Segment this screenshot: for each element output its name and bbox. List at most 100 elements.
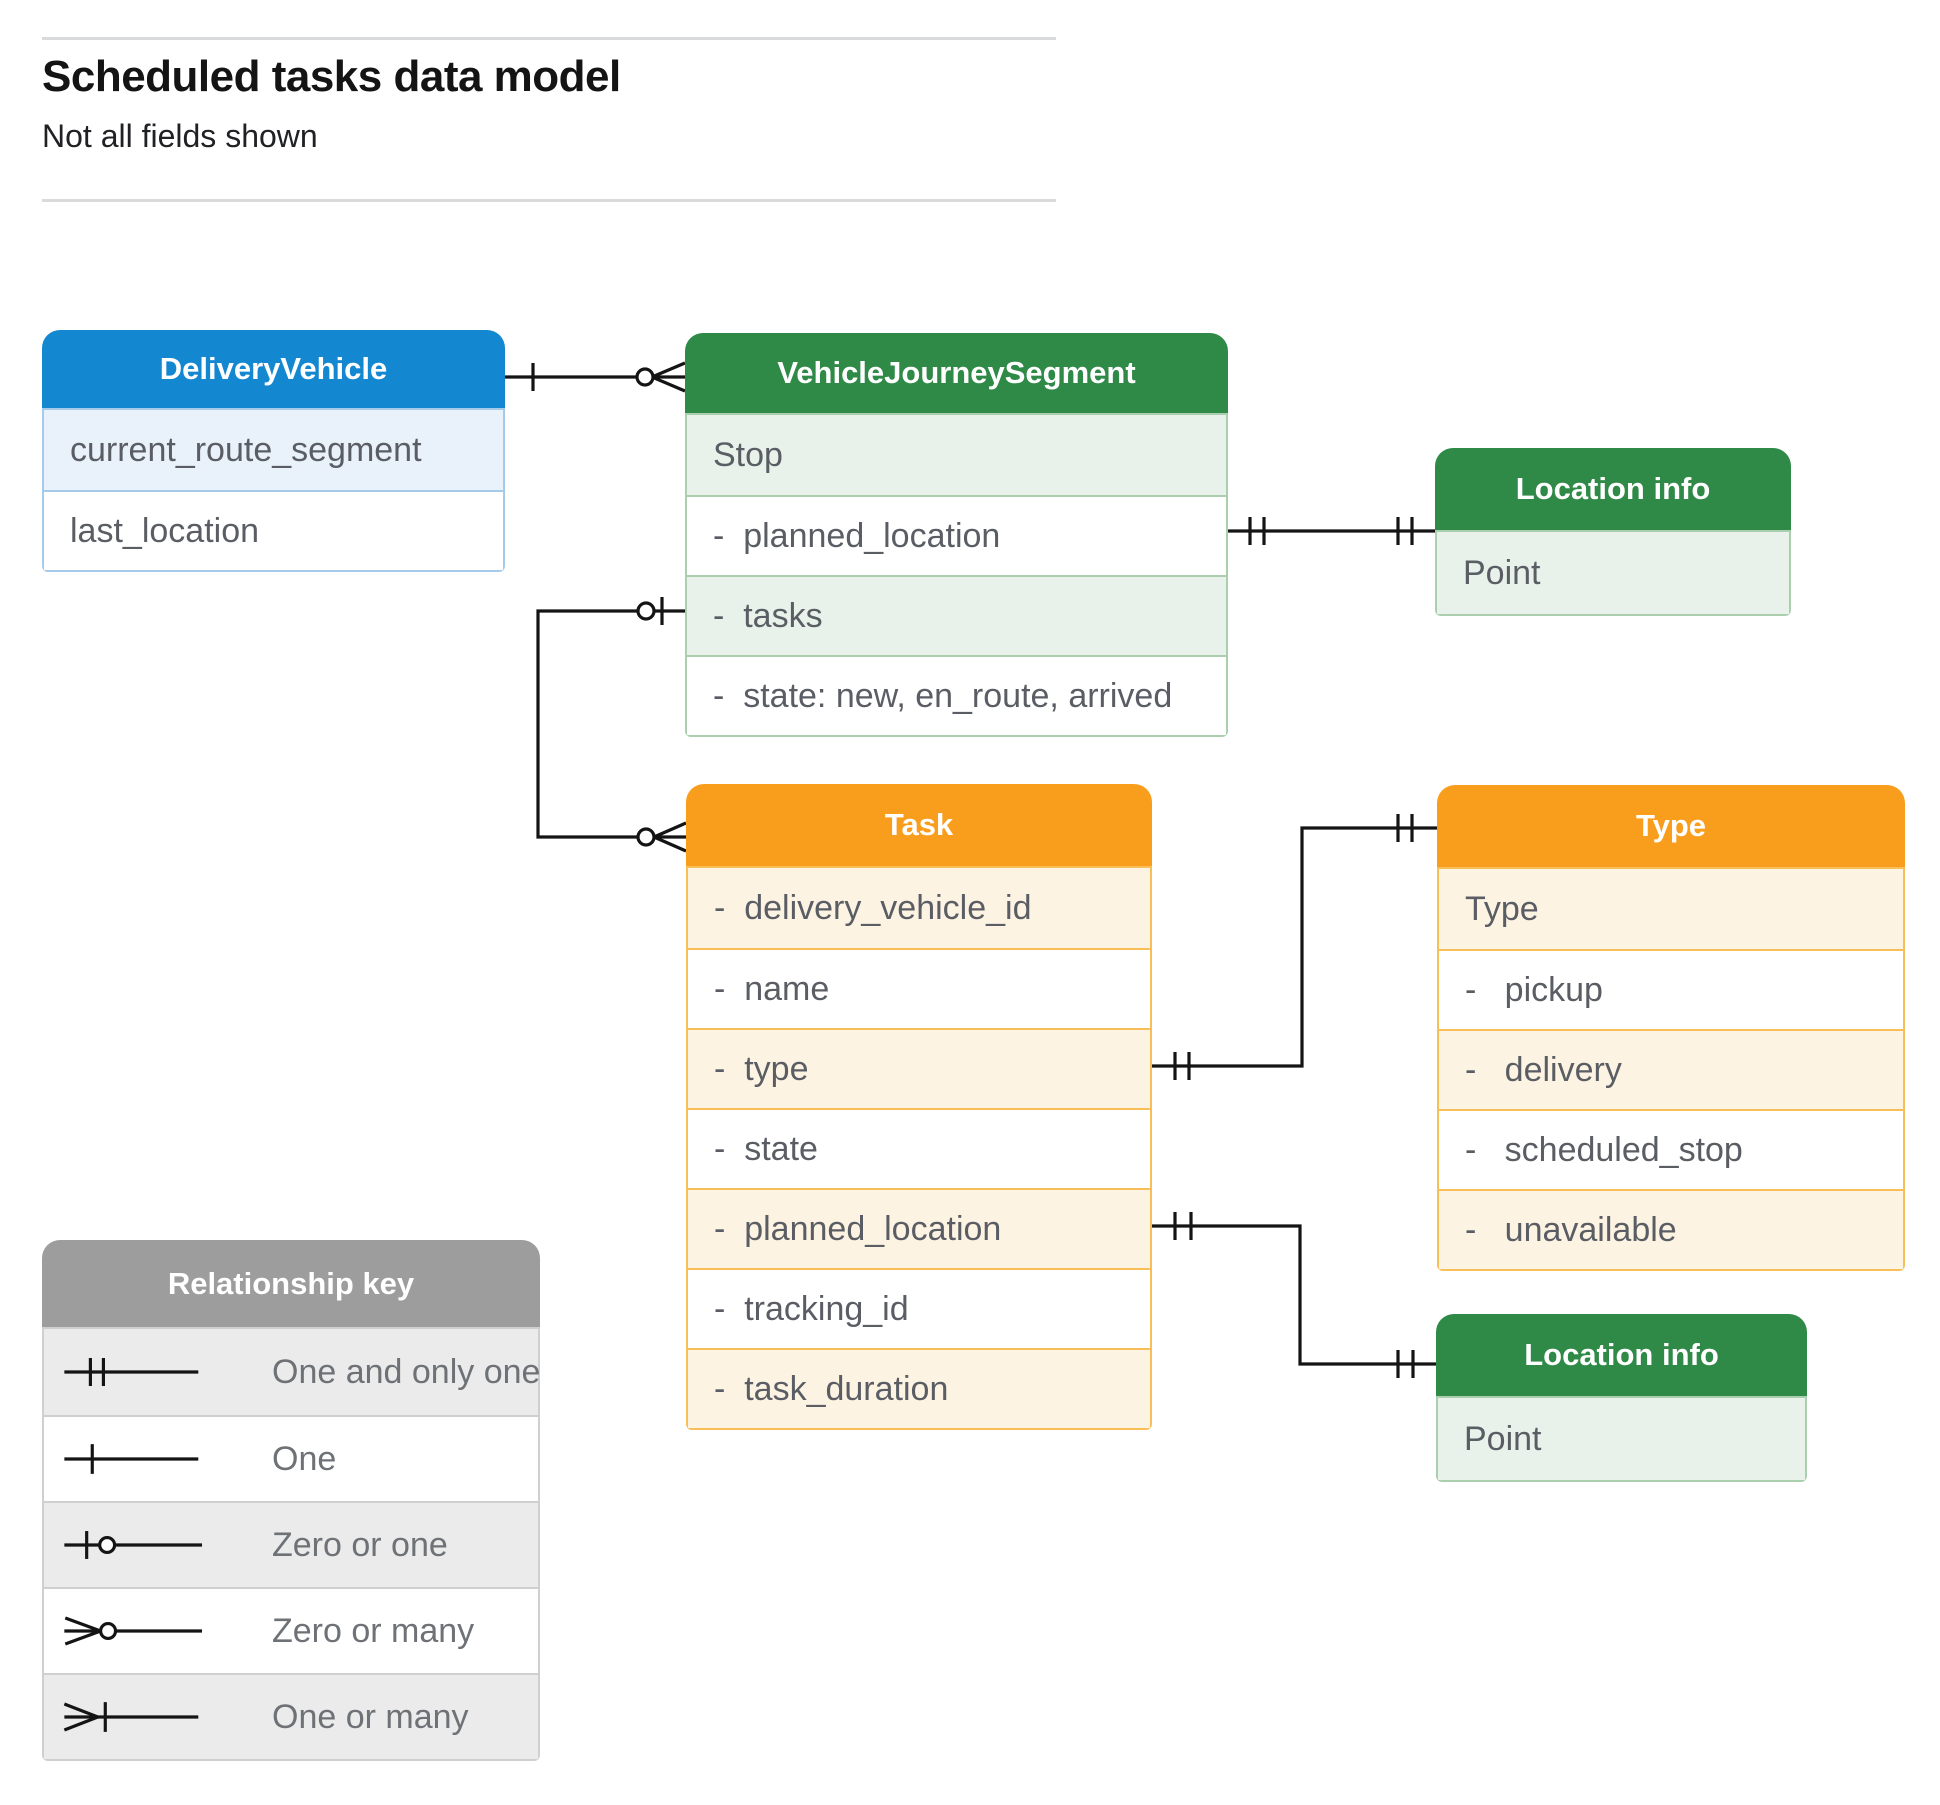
entity-task: Task - delivery_vehicle_id - name - type…: [686, 784, 1152, 1430]
field-label: - scheduled_stop: [1465, 1130, 1743, 1169]
legend-item: Zero or many: [44, 1587, 538, 1673]
field-row: Stop: [687, 415, 1226, 495]
field-label: - type: [714, 1049, 809, 1088]
entity-body: Point: [1435, 530, 1791, 616]
entity-header: Location info: [1436, 1314, 1807, 1396]
one-and-only-one-ticks: [1248, 517, 1266, 545]
field-row: - planned_location: [688, 1188, 1150, 1268]
legend-item: Zero or one: [44, 1501, 538, 1587]
field-label: - delivery_vehicle_id: [714, 888, 1032, 927]
field-row: - state: new, en_route, arrived: [687, 655, 1226, 735]
legend-item: One or many: [44, 1673, 538, 1759]
entity-title: Location info: [1524, 1337, 1719, 1372]
connector-line: [536, 609, 686, 839]
field-label: - tracking_id: [714, 1289, 909, 1328]
field-label: - state: [714, 1129, 818, 1168]
field-row: - pickup: [1439, 949, 1903, 1029]
field-row: - tasks: [687, 575, 1226, 655]
page-subtitle: Not all fields shown: [42, 118, 318, 154]
field-row: Type: [1439, 869, 1903, 949]
entity-title: DeliveryVehicle: [159, 351, 388, 386]
field-row: current_route_segment: [44, 410, 503, 490]
entity-title: Location info: [1515, 471, 1711, 506]
field-label: - unavailable: [1465, 1210, 1677, 1249]
field-row: - tracking_id: [688, 1268, 1150, 1348]
field-row: - unavailable: [1439, 1189, 1903, 1269]
field-row: - scheduled_stop: [1439, 1109, 1903, 1189]
legend-body: One and only one One Zero or one Zero or…: [42, 1327, 540, 1761]
field-row: - name: [688, 948, 1150, 1028]
entity-vehicle-journey-segment: VehicleJourneySegment Stop - planned_loc…: [685, 333, 1228, 737]
many-crowfoot: [653, 821, 687, 853]
entity-title: Type: [1635, 808, 1707, 843]
one-and-only-one-ticks: [1173, 1052, 1191, 1080]
field-row: - planned_location: [687, 495, 1226, 575]
entity-title: VehicleJourneySegment: [777, 355, 1136, 390]
legend-item-label: Zero or one: [272, 1525, 448, 1564]
connector-deliveryvehicle-vehiclejourneysegment: [505, 361, 686, 393]
connector-line: [1152, 1224, 1436, 1366]
one-and-only-one-ticks: [1173, 1212, 1193, 1240]
connector-vjs-plannedlocation-locationinfo-top: [1228, 517, 1435, 545]
field-label: - tasks: [713, 596, 823, 635]
field-row: Point: [1437, 532, 1789, 614]
connector-vehiclejourneysegment-tasks-task: [536, 597, 687, 853]
entity-body: Stop - planned_location - tasks - state:…: [685, 413, 1228, 737]
field-row: last_location: [44, 490, 503, 570]
zero-or-one-symbol: [64, 1531, 203, 1559]
many-crowfoot: [651, 361, 686, 393]
legend-item-label: Zero or many: [272, 1611, 475, 1650]
zero-or-many-symbol: [64, 1616, 203, 1646]
top-divider: [42, 37, 1056, 40]
entity-location-info-bottom: Location info Point: [1436, 1314, 1807, 1482]
entity-body: current_route_segment last_location: [42, 408, 505, 572]
one-and-only-one-ticks: [1396, 814, 1414, 842]
one-and-only-one-ticks: [1396, 517, 1414, 545]
header-divider: [42, 199, 1056, 202]
field-row: - type: [688, 1028, 1150, 1108]
entity-body: Point: [1436, 1396, 1807, 1482]
field-row: - delivery_vehicle_id: [688, 868, 1150, 948]
page-title: Scheduled tasks data model: [42, 52, 621, 101]
entity-body: - delivery_vehicle_id - name - type - st…: [686, 866, 1152, 1430]
entity-header: DeliveryVehicle: [42, 330, 505, 408]
field-label: - state: new, en_route, arrived: [713, 676, 1173, 715]
entity-location-info-top: Location info Point: [1435, 448, 1791, 616]
field-label: Point: [1463, 553, 1541, 592]
relationship-key-legend: Relationship key One and only one One Ze…: [42, 1240, 540, 1761]
field-label: - task_duration: [714, 1369, 949, 1408]
entity-header: Type: [1437, 785, 1905, 867]
zero-circle: [635, 367, 655, 387]
field-row: Point: [1438, 1398, 1805, 1480]
field-label: - delivery: [1465, 1050, 1622, 1089]
legend-item-label: One or many: [272, 1697, 469, 1736]
field-row: - task_duration: [688, 1348, 1150, 1428]
field-row: - delivery: [1439, 1029, 1903, 1109]
one-and-only-one-symbol: [64, 1358, 199, 1386]
entity-header: Task: [686, 784, 1152, 866]
entity-type: Type Type - pickup - delivery - schedule…: [1437, 785, 1905, 1271]
entity-header: Location info: [1435, 448, 1791, 530]
one-or-many-symbol: [63, 1702, 199, 1732]
one-symbol: [64, 1444, 199, 1474]
one-and-only-one-ticks: [1396, 1350, 1415, 1378]
field-label: Stop: [713, 435, 783, 474]
field-label: Point: [1464, 1419, 1542, 1458]
legend-title: Relationship key: [167, 1265, 415, 1301]
entity-title: Task: [884, 807, 954, 842]
field-label: current_route_segment: [70, 430, 422, 469]
connector-line: [1152, 826, 1437, 1068]
field-label: - planned_location: [714, 1209, 1002, 1248]
entity-body: Type - pickup - delivery - scheduled_sto…: [1437, 867, 1905, 1271]
field-label: last_location: [70, 511, 260, 550]
entity-delivery-vehicle: DeliveryVehicle current_route_segment la…: [42, 330, 505, 572]
connector-task-type-type: [1152, 814, 1437, 1080]
field-label: - pickup: [1465, 970, 1603, 1009]
legend-item: One: [44, 1415, 538, 1501]
field-label: - name: [714, 969, 830, 1008]
legend-item-label: One: [272, 1439, 337, 1478]
legend-header: Relationship key: [42, 1240, 540, 1327]
legend-item-label: One and only one: [272, 1352, 541, 1391]
connector-task-plannedlocation-locationinfo-bottom: [1152, 1212, 1436, 1378]
